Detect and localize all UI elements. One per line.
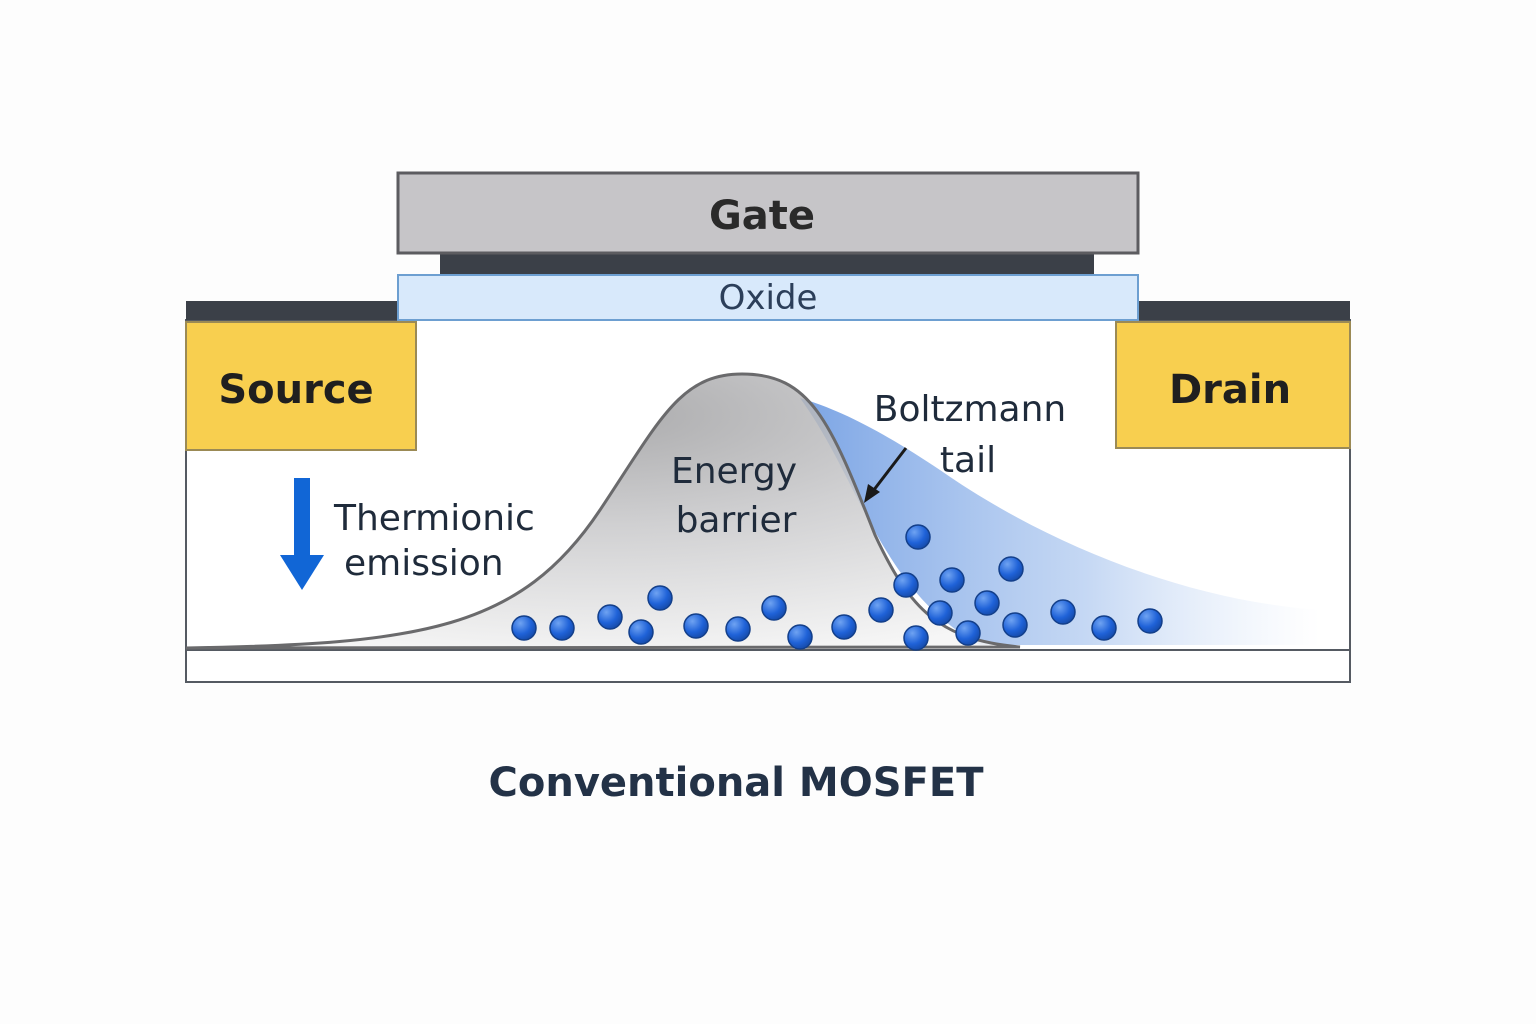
source-label: Source	[218, 367, 373, 413]
pointer-arrow-icon	[864, 447, 908, 503]
electron-dot-icon	[1002, 612, 1028, 638]
boltzmann-tail-region	[800, 398, 1320, 645]
electron-dot-icon	[903, 625, 929, 651]
electron-dot-icon	[893, 572, 919, 598]
emission-label-line2: emission	[344, 543, 504, 584]
electron-dot-icon	[1137, 608, 1163, 634]
electron-dot-icon	[831, 614, 857, 640]
electron-dot-icon	[761, 595, 787, 621]
drain-contact	[1115, 321, 1351, 449]
source-contact	[185, 321, 417, 451]
electron-dot-icon	[974, 590, 1000, 616]
gate-electrode	[396, 171, 1140, 255]
drain-label: Drain	[1169, 367, 1291, 413]
electron-dot-icon	[787, 624, 813, 650]
emission-label-line1: Thermionic	[333, 498, 535, 539]
electron-dot-icon	[998, 556, 1024, 582]
tail-label-line1: Boltzmann	[874, 389, 1067, 430]
electron-dot-icon	[955, 620, 981, 646]
barrier-label-line2: barrier	[676, 500, 797, 541]
electron-dot-icon	[868, 597, 894, 623]
electron-dot-icon	[511, 615, 537, 641]
electron-dot-icon	[905, 524, 931, 550]
electron-dot-icon	[939, 567, 965, 593]
electron-group	[511, 524, 1163, 651]
barrier-label-line1: Energy	[671, 451, 797, 492]
electron-dot-icon	[683, 613, 709, 639]
gate-label: Gate	[709, 193, 815, 239]
tail-label-line2: tail	[940, 440, 996, 481]
oxide-layer	[397, 274, 1139, 321]
gate-underlayer	[440, 254, 1094, 274]
down-arrow-icon	[280, 478, 324, 590]
diagram-caption: Conventional MOSFET	[489, 760, 985, 806]
electron-dot-icon	[725, 616, 751, 642]
surface-strip-left	[186, 301, 398, 320]
oxide-label: Oxide	[719, 278, 818, 318]
electron-dot-icon	[647, 585, 673, 611]
electron-dot-icon	[1091, 615, 1117, 641]
electron-dot-icon	[597, 604, 623, 630]
substrate-base	[185, 649, 1351, 683]
electron-dot-icon	[1050, 599, 1076, 625]
electron-dot-icon	[549, 615, 575, 641]
electron-dot-icon	[927, 600, 953, 626]
electron-dot-icon	[628, 619, 654, 645]
surface-strip-right	[1138, 301, 1350, 320]
